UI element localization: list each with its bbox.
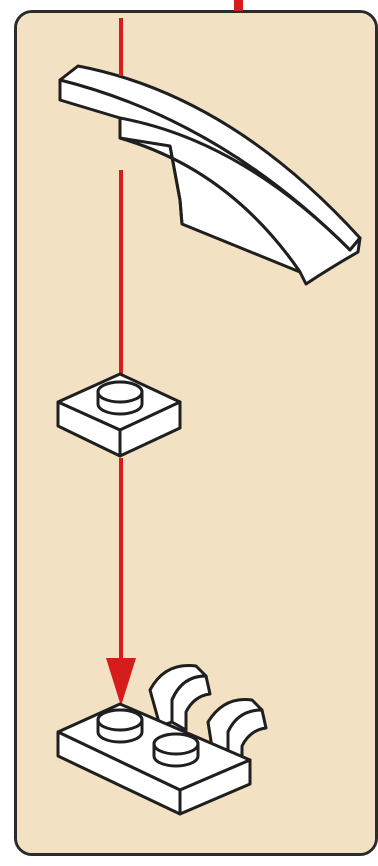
connector-stub [234, 0, 243, 11]
plate-1x2-with-clips [58, 666, 266, 815]
plate-1x1 [58, 374, 180, 456]
curved-slope-brick [60, 66, 360, 284]
arrow-head [106, 658, 136, 706]
